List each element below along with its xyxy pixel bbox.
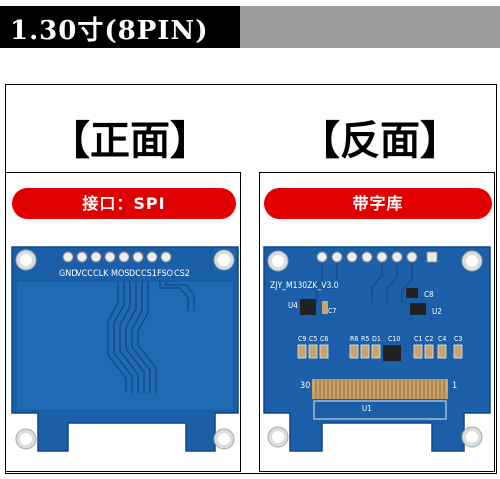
fpc-outline — [313, 400, 447, 420]
mounting-hole-icon — [15, 249, 37, 271]
pin-label-cs2: CS2 — [174, 269, 190, 279]
label-c10: C10 — [388, 335, 400, 343]
label-c5: C5 — [309, 335, 317, 343]
pin-label-dc: DC — [129, 269, 141, 279]
label-u1: U1 — [362, 404, 372, 413]
chip-u2 — [410, 303, 426, 315]
label-c6: C6 — [320, 335, 328, 343]
chip-c8-area — [406, 288, 418, 298]
pin-label-gnd: GND — [59, 269, 78, 279]
front-pcb-board: GND VCC CLK MOS DC CS1 FSO CS2 — [11, 246, 239, 452]
label-c9: C9 — [298, 335, 306, 343]
pcb-traces — [302, 263, 413, 303]
label-r5: R5 — [361, 335, 369, 343]
mounting-hole-icon — [461, 250, 483, 272]
label-c4: C4 — [438, 335, 446, 343]
chip-u4 — [300, 299, 316, 315]
mounting-hole-icon — [213, 428, 235, 450]
header-title: 1.30寸(8PIN) — [10, 16, 209, 46]
label-u4: U4 — [288, 301, 298, 310]
smd-components — [297, 344, 463, 359]
label-d1: D1 — [372, 335, 381, 343]
header-title-bar: 1.30寸(8PIN) — [0, 6, 240, 48]
header-accent-bar — [240, 6, 500, 48]
back-title: 【反面】 — [300, 117, 460, 164]
pin-label-cs1: CS1 — [141, 269, 157, 279]
pin-label-vcc: VCC — [76, 269, 93, 279]
pin-header — [62, 251, 172, 263]
label-pin-1: 1 — [452, 381, 457, 391]
mounting-hole-icon — [461, 426, 483, 448]
pcb-traces — [107, 281, 195, 393]
pin-label-clk: CLK — [93, 269, 109, 279]
label-c3: C3 — [454, 335, 462, 343]
chip-d1-area — [383, 345, 401, 361]
mounting-hole-icon — [15, 428, 37, 450]
label-r6: R6 — [350, 335, 358, 343]
display-area — [15, 280, 235, 412]
board-revision-label: ZJY_M130ZK_V3.0 — [270, 281, 339, 291]
mounting-hole-icon — [267, 426, 289, 448]
label-c7: C7 — [328, 307, 336, 315]
back-pcb-board: ZJY_M130ZK_V3.0 U4 C7 C8 U2 C9 C5 C6 R6 … — [263, 246, 491, 452]
front-interface-badge: 接口：SPI — [12, 188, 236, 219]
mounting-hole-icon — [267, 250, 289, 272]
fpc-contacts — [315, 379, 445, 399]
product-header: 1.30寸(8PIN) — [0, 6, 500, 48]
mounting-hole-icon — [213, 249, 235, 271]
label-c8: C8 — [424, 290, 434, 299]
pin-label-fso: FSO — [157, 269, 173, 279]
label-c1: C1 — [414, 335, 422, 343]
capacitor-c7 — [322, 301, 328, 314]
front-title: 【正面】 — [50, 117, 210, 164]
pin-header — [316, 251, 438, 263]
label-pin-30: 30 — [300, 381, 310, 391]
back-feature-badge: 带字库 — [264, 188, 492, 219]
label-u2: U2 — [432, 307, 442, 316]
label-c2: C2 — [425, 335, 433, 343]
pin-label-mos: MOS — [111, 269, 130, 279]
